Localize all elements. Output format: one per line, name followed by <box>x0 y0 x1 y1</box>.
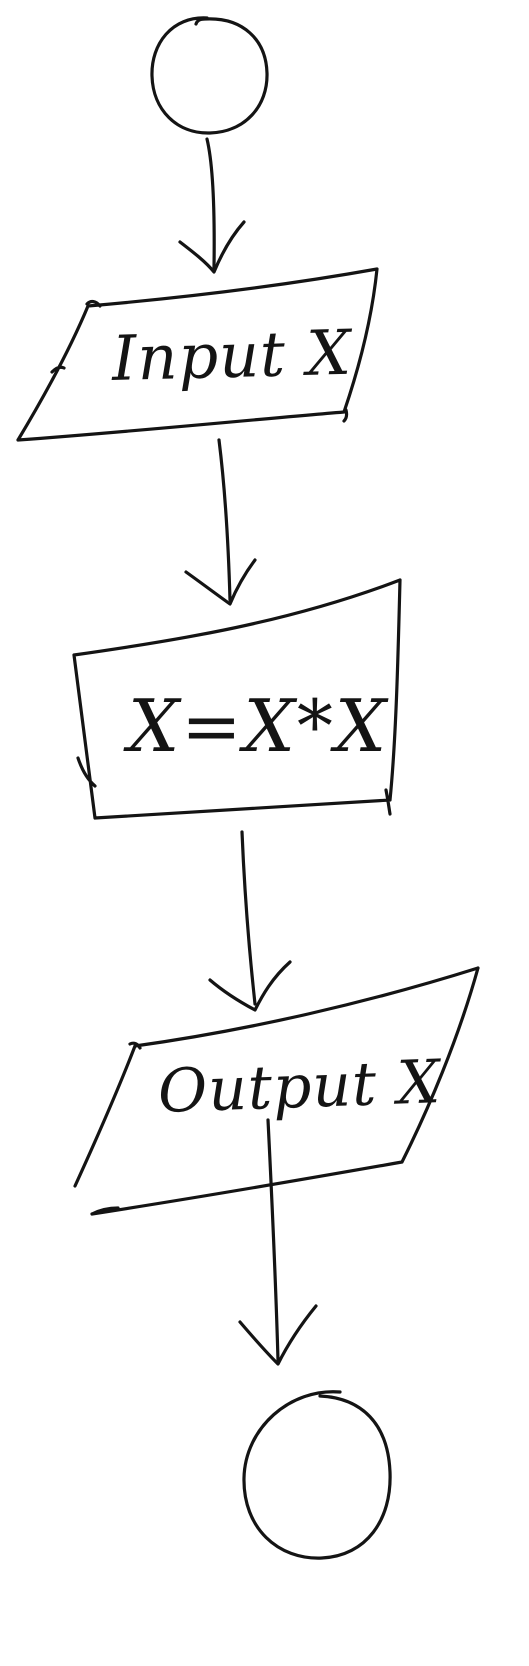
arrow-output-to-end-shaft <box>266 1118 280 1362</box>
arrow-output-to-end-head <box>238 1304 318 1366</box>
process-rectangle <box>72 578 402 820</box>
input-label: Input X <box>111 315 353 395</box>
output-parallelogram <box>73 966 480 1216</box>
arrow-input-to-process-shaft <box>217 438 232 602</box>
arrow-input-to-process-head <box>184 558 257 606</box>
arrow-start-to-input-shaft <box>205 137 216 270</box>
process-label: X=X*X <box>128 684 389 768</box>
arrow-process-to-output-head <box>208 960 292 1012</box>
arrow-process-to-output-shaft <box>240 830 257 1006</box>
output-label: Output X <box>156 1047 442 1127</box>
end-circle <box>242 1390 392 1560</box>
input-parallelogram <box>16 267 379 442</box>
start-circle <box>150 16 269 135</box>
arrow-start-to-input-head <box>178 220 246 274</box>
